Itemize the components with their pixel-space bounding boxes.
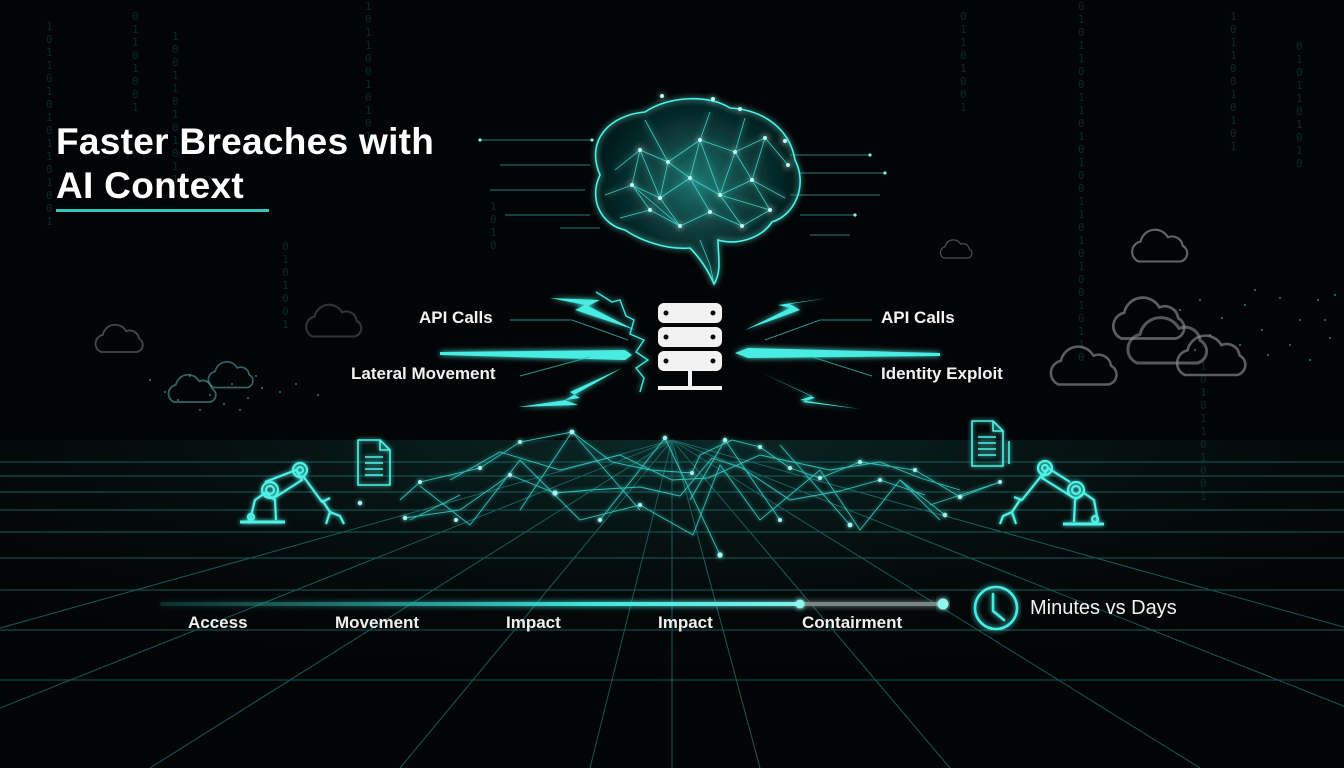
robot-arm-right-icon (998, 459, 1104, 526)
title-line-2: AI Context (56, 165, 244, 206)
title-line-1: Faster Breaches with (56, 121, 435, 162)
lightning-bolt-icon (735, 348, 940, 358)
left-label-lateral-movement: Lateral Movement (351, 364, 496, 383)
stage-movement: Movement (335, 613, 420, 632)
server-stack-icon (658, 303, 722, 390)
stage-access: Access (188, 613, 248, 632)
left-label-api-calls: API Calls (419, 308, 493, 327)
lightning-bolt-icon (550, 298, 635, 330)
lightning-bolt-icon (440, 350, 632, 360)
lightning-bolt-icon (745, 298, 828, 330)
document-icon-left (357, 439, 391, 486)
document-icon-right (971, 420, 1010, 467)
right-label-identity-exploit: Identity Exploit (881, 364, 1003, 383)
timeline-marker-end (937, 598, 949, 610)
minutes-vs-days-label: Minutes vs Days (1030, 597, 1177, 619)
stage-containment: Contairment (802, 613, 903, 632)
stage-impact-2: Impact (658, 613, 713, 632)
page-title: Faster Breaches with AI Context (56, 120, 434, 208)
lightning-bolt-icon (518, 368, 622, 407)
clock-icon (973, 585, 1019, 631)
timeline-marker (795, 599, 805, 609)
stage-impact-1: Impact (506, 613, 561, 632)
right-label-api-calls: API Calls (881, 308, 955, 327)
lightning-bolt-icon (760, 372, 860, 409)
robot-arm-left-icon (240, 461, 345, 525)
title-underline (56, 209, 269, 212)
